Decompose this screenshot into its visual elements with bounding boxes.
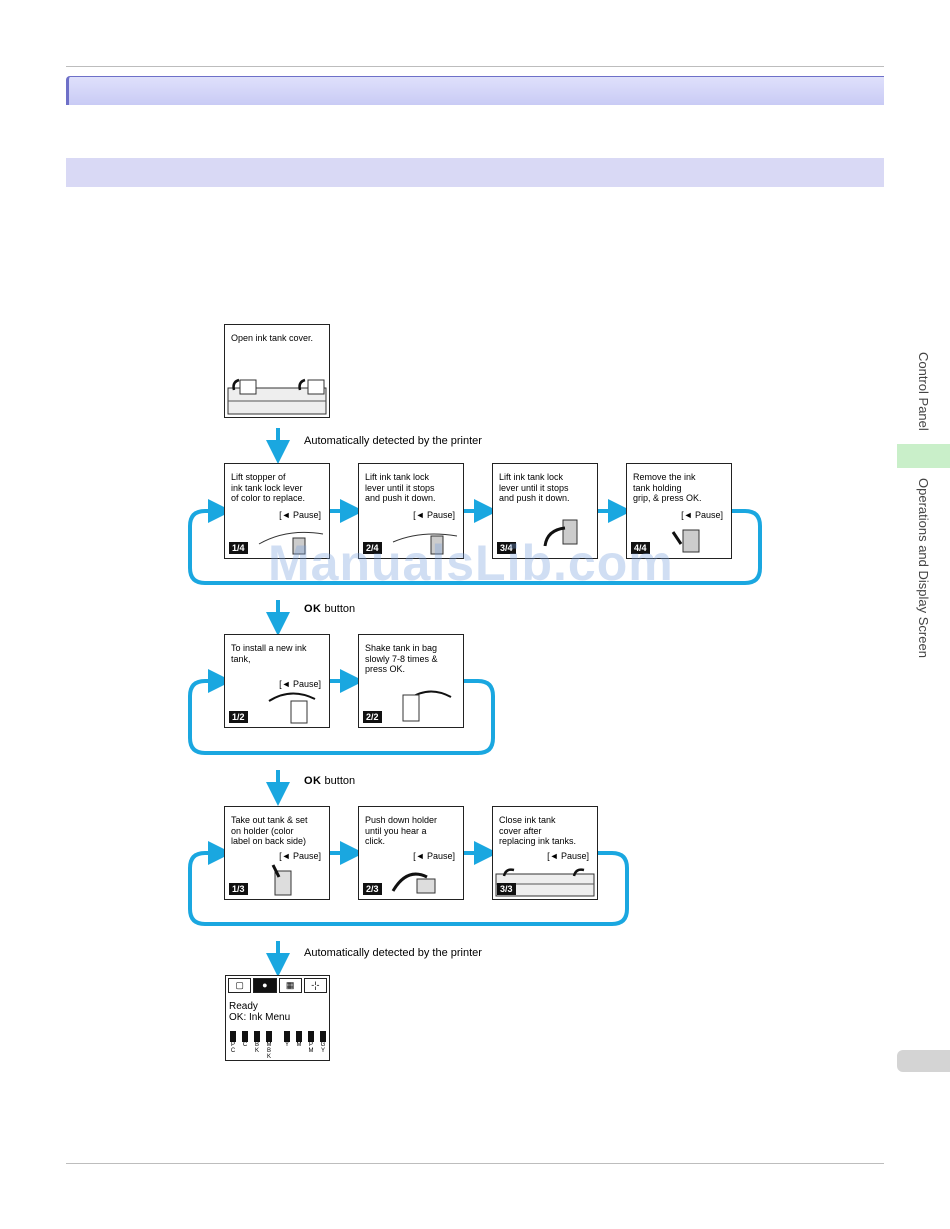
ink-tank-illustration [268,692,316,724]
lever-illustration [543,519,578,547]
status-tabs: ▢ ● ▦ -¦- [228,978,327,993]
status-line-ink-menu: OK: Ink Menu [229,1012,291,1023]
step-indicator: 4/4 [631,542,650,554]
screen-message: Close ink tank cover after replacing ink… [499,815,577,846]
label-ok-button-1: OK button [304,603,356,615]
ink-level-bk: B K [254,1031,260,1054]
screen-open-cover: Open ink tank cover. [224,324,330,418]
pause-hint: [◄ Pause] [279,851,321,861]
side-label-control-panel[interactable]: Control Panel [916,352,931,431]
step-indicator: 1/4 [229,542,248,554]
close-cover-illustration [495,868,595,897]
grip-illustration [671,529,700,553]
screen-step-1-2: To install a new ink tank, [◄ Pause] 1/2 [224,634,330,728]
status-screen: ▢ ● ▦ -¦- Ready OK: Ink Menu P C C B K M… [225,975,330,1061]
screen-step-2-4: Lift ink tank lock lever until it stops … [358,463,464,559]
screen-message: To install a new ink tank, [231,643,307,664]
screen-message: Shake tank in bag slowly 7-8 times & pre… [365,643,438,674]
job-tab-icon: ▦ [278,978,302,993]
pause-hint: [◄ Pause] [547,851,589,861]
screen-message: Remove the ink tank holding grip, & pres… [633,472,702,503]
screen-message: Lift ink tank lock lever until it stops … [499,472,570,503]
screen-message: Take out tank & set on holder (color lab… [231,815,308,846]
ink-level-y: Y [284,1031,290,1048]
ink-level-mbk: M B K [266,1031,272,1060]
step-indicator: 3/4 [497,542,516,554]
screen-step-1-4: Lift stopper of ink tank lock lever of c… [224,463,330,559]
label-ok-button-2: OK button [304,775,356,787]
ink-levels: P C C B K M B K Y M P M G Y [229,1028,326,1060]
lever-illustration [258,531,324,555]
ink-level-m: M [296,1031,302,1048]
step-indicator: 2/4 [363,542,382,554]
watermark: ManualsLib.com [268,535,674,591]
side-tab-active [897,444,950,468]
step-indicator: 2/3 [363,883,382,895]
step-indicator: 3/3 [497,883,516,895]
pause-hint: [◄ Pause] [413,851,455,861]
screen-message: Push down holder until you hear a click. [365,815,438,846]
chapter-heading-band [66,76,884,105]
screen-step-2-2: Shake tank in bag slowly 7-8 times & pre… [358,634,464,728]
printer-illustration [227,378,327,415]
step-indicator: 1/2 [229,711,248,723]
label-auto-detected-2: Automatically detected by the printer [304,947,482,959]
screen-step-3-4: Lift ink tank lock lever until it stops … [492,463,598,559]
step-indicator: 2/2 [363,711,382,723]
pause-hint: [◄ Pause] [413,510,455,520]
ink-tab-icon: ● [253,978,277,993]
screen-step-1-3: Take out tank & set on holder (color lab… [224,806,330,900]
pause-hint: [◄ Pause] [279,679,321,689]
step-indicator: 1/3 [229,883,248,895]
settings-tab-icon: -¦- [303,978,327,993]
label-auto-detected-1: Automatically detected by the printer [304,435,482,447]
ink-level-pm: P M [308,1031,314,1054]
status-line-ready: Ready [229,1001,258,1012]
ink-level-c: C [242,1031,248,1048]
ink-level-pc: P C [230,1031,236,1054]
screen-message: Lift ink tank lock lever until it stops … [365,472,436,503]
shake-tank-illustration [402,690,452,722]
screen-step-3-3: Close ink tank cover after replacing ink… [492,806,598,900]
ink-level-gy: G Y [320,1031,326,1054]
push-holder-illustration [391,872,436,894]
screen-step-2-3: Push down holder until you hear a click.… [358,806,464,900]
screen-message: Lift stopper of ink tank lock lever of c… [231,472,306,503]
set-tank-illustration [271,864,292,896]
footer-rule [66,1163,884,1164]
paper-tab-icon: ▢ [228,978,252,993]
pause-hint: [◄ Pause] [279,510,321,520]
pause-hint: [◄ Pause] [681,510,723,520]
header-rule [66,66,884,67]
screen-step-4-4: Remove the ink tank holding grip, & pres… [626,463,732,559]
section-heading-band [66,158,884,187]
side-label-operations[interactable]: Operations and Display Screen [916,478,931,658]
lever-illustration [392,533,458,555]
page-number-tab [897,1050,950,1072]
screen-message: Open ink tank cover. [231,333,314,343]
